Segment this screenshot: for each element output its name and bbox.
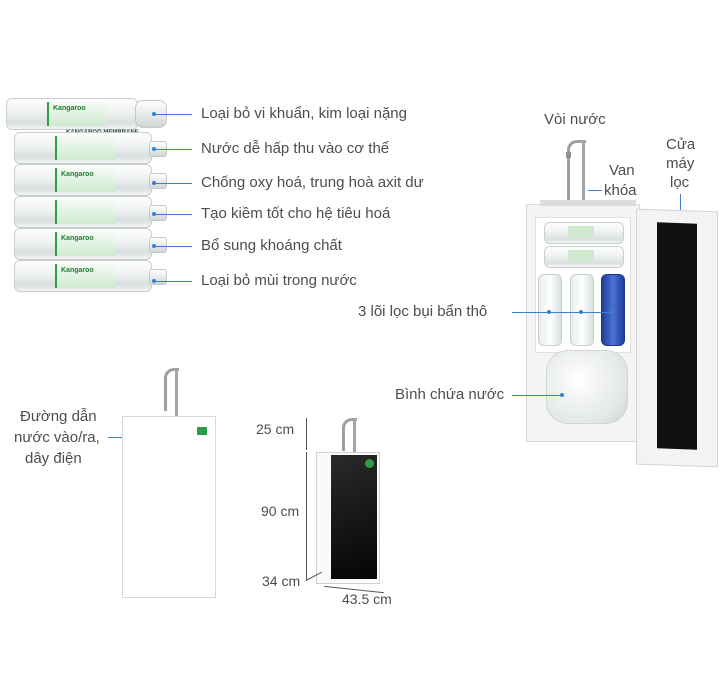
leader-line — [680, 194, 681, 212]
faucet-stem — [582, 140, 585, 204]
filter-label-3: Chống oxy hoá, trung hoà axit dư — [201, 174, 424, 191]
filter-label-5: Bổ sung khoáng chất — [201, 237, 342, 254]
leader-line — [154, 214, 192, 215]
inlet-label-line1: Đường dẫn — [20, 408, 97, 425]
inner-cartridge-band — [568, 226, 594, 238]
cabinet-top-plate — [540, 200, 636, 206]
leader-line — [154, 281, 192, 282]
filter-cartridge: Kangaroo — [14, 164, 167, 196]
filter-cartridge: Kangaroo — [14, 228, 167, 260]
front-panel-logo — [365, 459, 374, 468]
faucet-stem — [175, 368, 178, 418]
leader-line — [154, 114, 192, 115]
cartridge-brand: Kangaroo — [61, 267, 94, 274]
faucet-spout-end — [566, 152, 571, 158]
side-view-logo — [197, 427, 207, 435]
door-label-line3: lọc — [670, 174, 690, 191]
dim-width: 43.5 cm — [342, 591, 392, 607]
leader-line — [588, 190, 602, 191]
leader-line — [512, 312, 612, 313]
faucet-icon — [567, 140, 586, 203]
leader-line — [154, 183, 192, 184]
filter-label-4: Tạo kiềm tốt cho hệ tiêu hoá — [201, 205, 391, 222]
leader-line — [154, 246, 192, 247]
faucet-label: Vòi nước — [544, 111, 606, 128]
tank-label: Bình chứa nước — [395, 386, 505, 403]
leader-dot — [610, 310, 614, 314]
front-glass-panel — [331, 455, 377, 579]
side-view-cabinet — [122, 416, 216, 598]
front-view-cabinet — [316, 452, 380, 584]
dim-arrow-faucet — [306, 418, 307, 450]
door-panel — [657, 222, 697, 450]
cartridge-brand: Kangaroo — [61, 171, 94, 178]
filter-label-6: Loại bỏ mùi trong nước — [201, 272, 357, 289]
faucet-icon — [342, 418, 357, 451]
filter-cartridge — [14, 132, 167, 164]
filter-cartridge: Kangaroo — [14, 260, 167, 292]
filter-cartridge: Kangaroo — [6, 98, 167, 130]
inlet-label-line3: dây điện — [25, 450, 82, 467]
dim-faucet-height: 25 cm — [256, 421, 295, 437]
prefilters-label: 3 lõi lọc bụi bẩn thô — [358, 303, 488, 320]
cartridge-brand: Kangaroo — [61, 235, 94, 242]
inner-cartridge-band — [568, 250, 594, 262]
inlet-label-line2: nước vào/ra, — [14, 429, 100, 446]
faucet-icon — [164, 368, 179, 411]
door-label-line1: Cửa — [666, 136, 696, 153]
cartridge-brand: Kangaroo — [53, 105, 86, 112]
leader-line — [154, 149, 192, 150]
filter-cartridge — [14, 196, 167, 228]
door-label-line2: máy — [666, 155, 695, 172]
valve-label-line2: khóa — [604, 182, 637, 199]
faucet-stem — [353, 418, 356, 454]
filter-label-1: Loại bỏ vi khuẩn, kim loại nặng — [201, 105, 407, 122]
valve-label-line1: Van — [609, 162, 635, 179]
leader-dot — [560, 393, 564, 397]
dim-arrow-body — [306, 452, 307, 580]
filter-label-2: Nước dễ hấp thu vào cơ thể — [201, 140, 390, 157]
water-tank — [546, 350, 628, 424]
leader-line — [108, 437, 132, 438]
dim-body-height: 90 cm — [261, 503, 300, 519]
open-door — [636, 208, 718, 468]
leader-line — [512, 395, 562, 396]
dim-depth: 34 cm — [262, 573, 301, 589]
